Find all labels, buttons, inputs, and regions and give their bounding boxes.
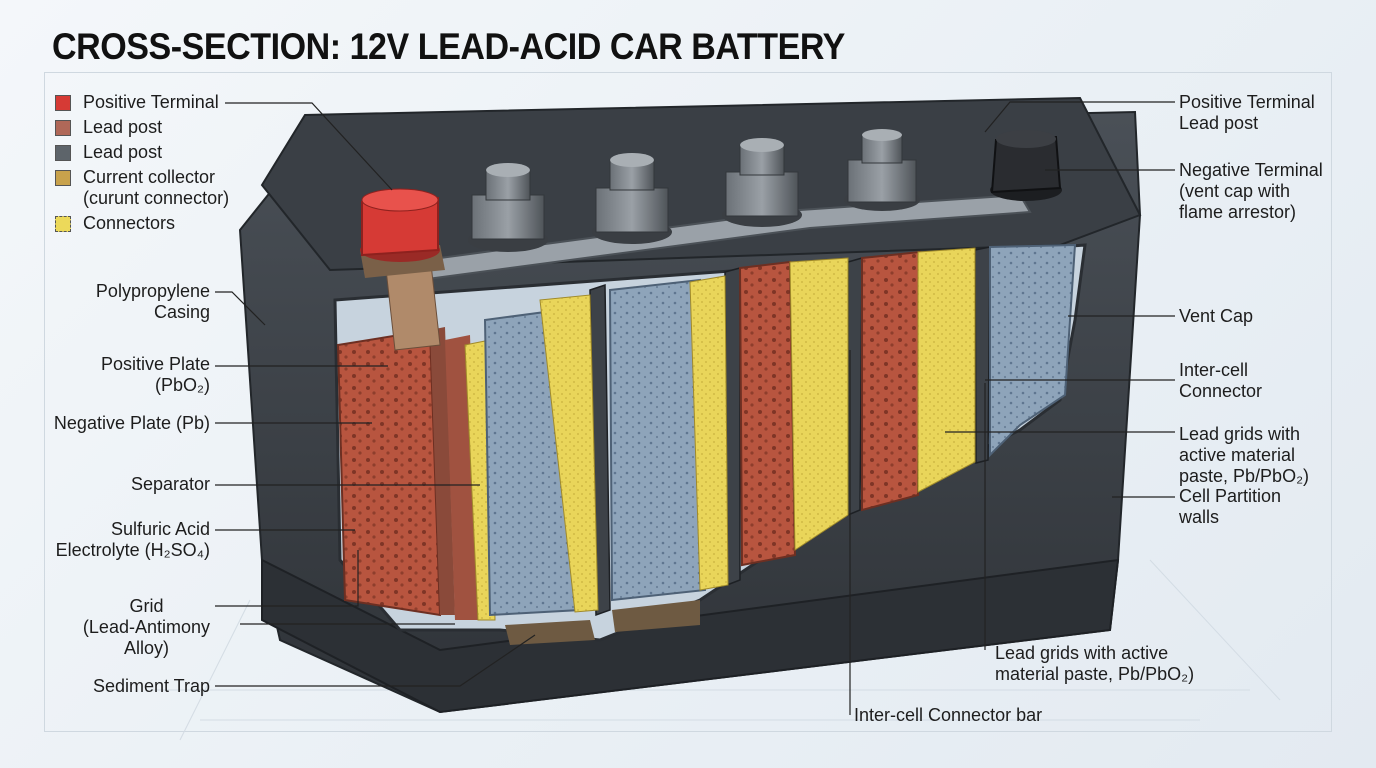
casing-base: [261, 558, 1120, 714]
label-sediment-trap: Sediment Trap: [92, 676, 210, 696]
legend-item: Current collector (curunt connector): [55, 167, 229, 209]
label-inter-cell-connector-bar: Inter-cell Connector bar: [854, 705, 1043, 725]
cell-4-plates: [738, 257, 849, 567]
label-positive-plate: Positive Plate (PbO₂): [100, 354, 210, 395]
legend-label: Positive Terminal: [83, 92, 219, 112]
legend-swatch: [55, 170, 71, 186]
label-grid: Grid (Lead-Antimony Alloy): [82, 596, 210, 658]
legend-swatch: [55, 145, 71, 161]
legend-item: Lead post: [55, 117, 229, 138]
label-separator: Separator: [130, 474, 210, 494]
label-negative-terminal: Negative Terminal (vent cap with flame a…: [1179, 160, 1323, 222]
cell-6-plates: [989, 243, 1077, 458]
legend-label: Connectors: [83, 213, 176, 233]
legend-label: Lead post: [83, 142, 163, 162]
legend-item: Lead post: [55, 142, 229, 163]
legend-item: Positive Terminal: [55, 92, 229, 113]
legend-swatch: [55, 120, 71, 136]
cell-2-plates: [483, 294, 599, 617]
legend-label: Current collector (curunt connector): [83, 167, 230, 208]
legend-label: Lead post: [83, 117, 163, 137]
label-positive-terminal-lead-post: Positive Terminal Lead post: [1179, 92, 1315, 133]
cell-5-plates: [861, 247, 976, 512]
label-vent-cap: Vent Cap: [1179, 306, 1254, 326]
page-title: CROSS-SECTION: 12V LEAD-ACID CAR BATTERY: [52, 26, 845, 67]
label-polypropylene-casing: Polypropylene Casing: [95, 281, 210, 322]
legend-item: Connectors: [55, 213, 229, 234]
cell-partitions: [589, 246, 991, 617]
label-inter-cell-connector: Inter-cell Connector: [1179, 360, 1263, 401]
negative-terminal: [990, 130, 1062, 201]
label-lead-grids-bottom: Lead grids with active material paste, P…: [995, 643, 1195, 684]
legend-swatch: [55, 216, 71, 232]
background-frame: [44, 72, 1332, 732]
sediment-traps: [505, 600, 700, 645]
legend: Positive Terminal Lead post Lead post Cu…: [55, 92, 229, 238]
cell-1-plates: [336, 327, 496, 621]
legend-swatch: [55, 95, 71, 111]
vent-caps: [468, 129, 920, 252]
cell-3-plates: [608, 275, 729, 602]
positive-terminal: [360, 188, 445, 351]
label-negative-plate: Negative Plate (Pb): [53, 413, 210, 433]
label-lead-grids: Lead grids with active material paste, P…: [1179, 424, 1310, 486]
label-sulfuric-acid-electrolyte: Sulfuric Acid Electrolyte (H₂SO₄): [55, 519, 210, 560]
floor-grid: [150, 559, 1281, 741]
label-cell-partition-walls: Cell Partition walls: [1179, 486, 1282, 527]
leader-lines: [215, 101, 1175, 715]
